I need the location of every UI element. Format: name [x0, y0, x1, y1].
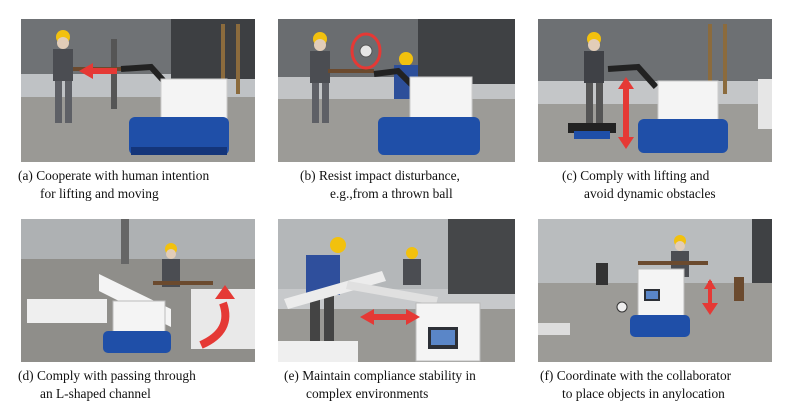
photo-f — [538, 219, 772, 362]
photo-d — [21, 219, 255, 362]
caption-d-line1: (d) Comply with passing through — [18, 368, 196, 383]
caption-b: (b) Resist impact disturbance, e.g.,from… — [300, 167, 460, 203]
photo-a — [21, 19, 255, 162]
caption-a: (a) Cooperate with human intention for l… — [18, 167, 209, 203]
caption-a-line2: for lifting and moving — [40, 186, 159, 201]
caption-e: (e) Maintain compliance stability in com… — [284, 367, 476, 403]
caption-f: (f) Coordinate with the collaborator to … — [540, 367, 731, 403]
caption-f-line1: (f) Coordinate with the collaborator — [540, 368, 732, 383]
caption-c-line1: (c) Comply with lifting and — [562, 168, 710, 183]
caption-c: (c) Comply with lifting and avoid dynami… — [562, 167, 716, 203]
caption-c-line2: avoid dynamic obstacles — [584, 186, 716, 201]
caption-b-line2: e.g.,from a thrown ball — [330, 186, 453, 201]
photo-e — [278, 219, 515, 362]
caption-e-line1: (e) Maintain compliance stability in — [284, 368, 476, 383]
photo-b — [278, 19, 515, 162]
photo-c — [538, 19, 772, 162]
caption-e-line2: complex environments — [306, 386, 429, 401]
caption-f-line2: to place objects in anylocation — [562, 386, 725, 401]
caption-d: (d) Comply with passing through an L-sha… — [18, 367, 196, 403]
caption-d-line2: an L-shaped channel — [40, 386, 151, 401]
caption-a-line1: (a) Cooperate with human intention — [18, 168, 210, 183]
caption-b-line1: (b) Resist impact disturbance, — [300, 168, 460, 183]
